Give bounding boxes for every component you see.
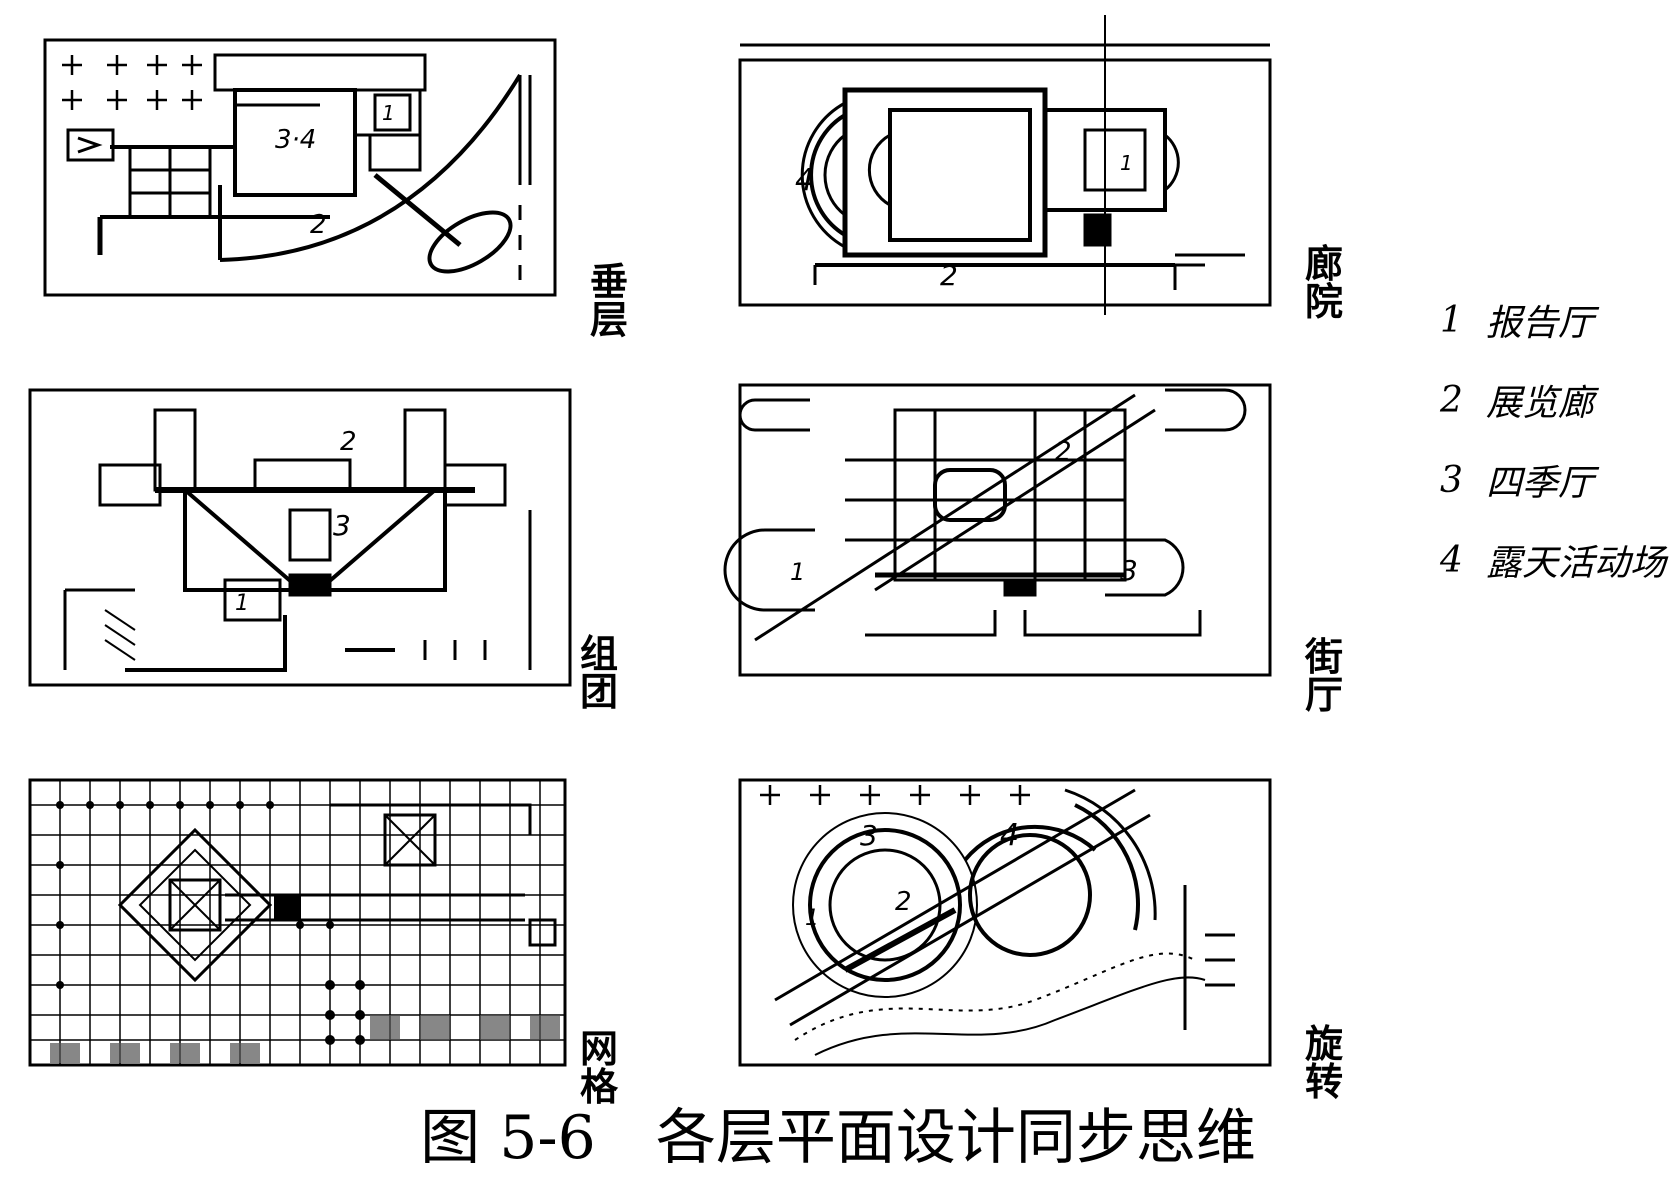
plan-drawing-cluster: 2 3 1 — [28, 388, 572, 687]
room-label: 2 — [340, 427, 357, 457]
figure-title: 各层平面设计同步思维 — [655, 1103, 1256, 1173]
plan-panel-cluster: 2 3 1 组团 — [25, 380, 630, 711]
plan-panel-vertical-layer: 3·4 2 1 垂层 — [30, 35, 628, 339]
room-label: 1 — [1120, 151, 1133, 175]
legend-item: 3 四季厅 — [1440, 440, 1670, 520]
room-label: 1 — [235, 591, 249, 616]
plan-panel-grid: 网格 — [25, 775, 630, 1106]
panel-label: 街厅 — [1305, 634, 1343, 717]
legend-number: 2 — [1440, 379, 1463, 421]
legend-item: 4 露天活动场 — [1440, 520, 1670, 600]
panel-label: 组团 — [580, 631, 618, 714]
legend-item: 1 报告厅 — [1440, 280, 1670, 360]
figure-number: 图 5-6 — [420, 1103, 596, 1173]
room-label: 2 — [310, 210, 327, 240]
room-label: 4 — [795, 163, 814, 198]
room-label: 1 — [382, 101, 395, 125]
legend-number: 3 — [1440, 459, 1463, 501]
panel-label: 旋转 — [1305, 1021, 1343, 1104]
figure-caption: 图 5-6 各层平面设计同步思维 — [0, 1103, 1676, 1173]
legend-text: 四季厅 — [1486, 463, 1595, 504]
plan-drawing-corridor-court: 2 4 1 — [738, 15, 1272, 315]
room-label: 2 — [940, 259, 958, 292]
room-label: 3·4 — [275, 125, 316, 155]
room-label: 3 — [860, 819, 878, 852]
plan-panel-street-hall: 2 3 1 街厅 — [723, 380, 1355, 714]
panel-label: 垂层 — [590, 259, 628, 342]
plan-drawing-vertical-layer: 3·4 2 1 — [43, 38, 557, 297]
plan-panel-rotation: 3 4 2 1 旋转 — [735, 770, 1355, 1101]
legend-number: 4 — [1440, 539, 1463, 581]
legend-item: 2 展览廊 — [1440, 360, 1670, 440]
panel-label: 网格 — [580, 1026, 618, 1109]
plan-drawing-grid — [28, 778, 567, 1067]
legend-number: 1 — [1440, 299, 1463, 341]
legend-text: 报告厅 — [1486, 303, 1595, 344]
plan-panel-corridor-court: 2 4 1 廊院 — [735, 15, 1355, 321]
room-label: 2 — [1055, 437, 1072, 467]
room-label: 3 — [333, 509, 351, 542]
legend-text: 展览廊 — [1486, 383, 1595, 424]
room-label: 3 — [1120, 554, 1138, 587]
room-label: 4 — [1000, 818, 1019, 853]
room-label: 2 — [895, 887, 912, 917]
plan-drawing-street-hall: 2 3 1 — [723, 383, 1272, 677]
panel-label: 廊院 — [1305, 241, 1343, 324]
legend-text: 露天活动场 — [1486, 543, 1667, 584]
room-label: 1 — [805, 906, 819, 931]
room-label: 1 — [790, 558, 805, 586]
legend: 1 报告厅 2 展览廊 3 四季厅 4 露天活动场 — [1440, 280, 1670, 600]
plan-drawing-rotation: 3 4 2 1 — [738, 778, 1272, 1067]
